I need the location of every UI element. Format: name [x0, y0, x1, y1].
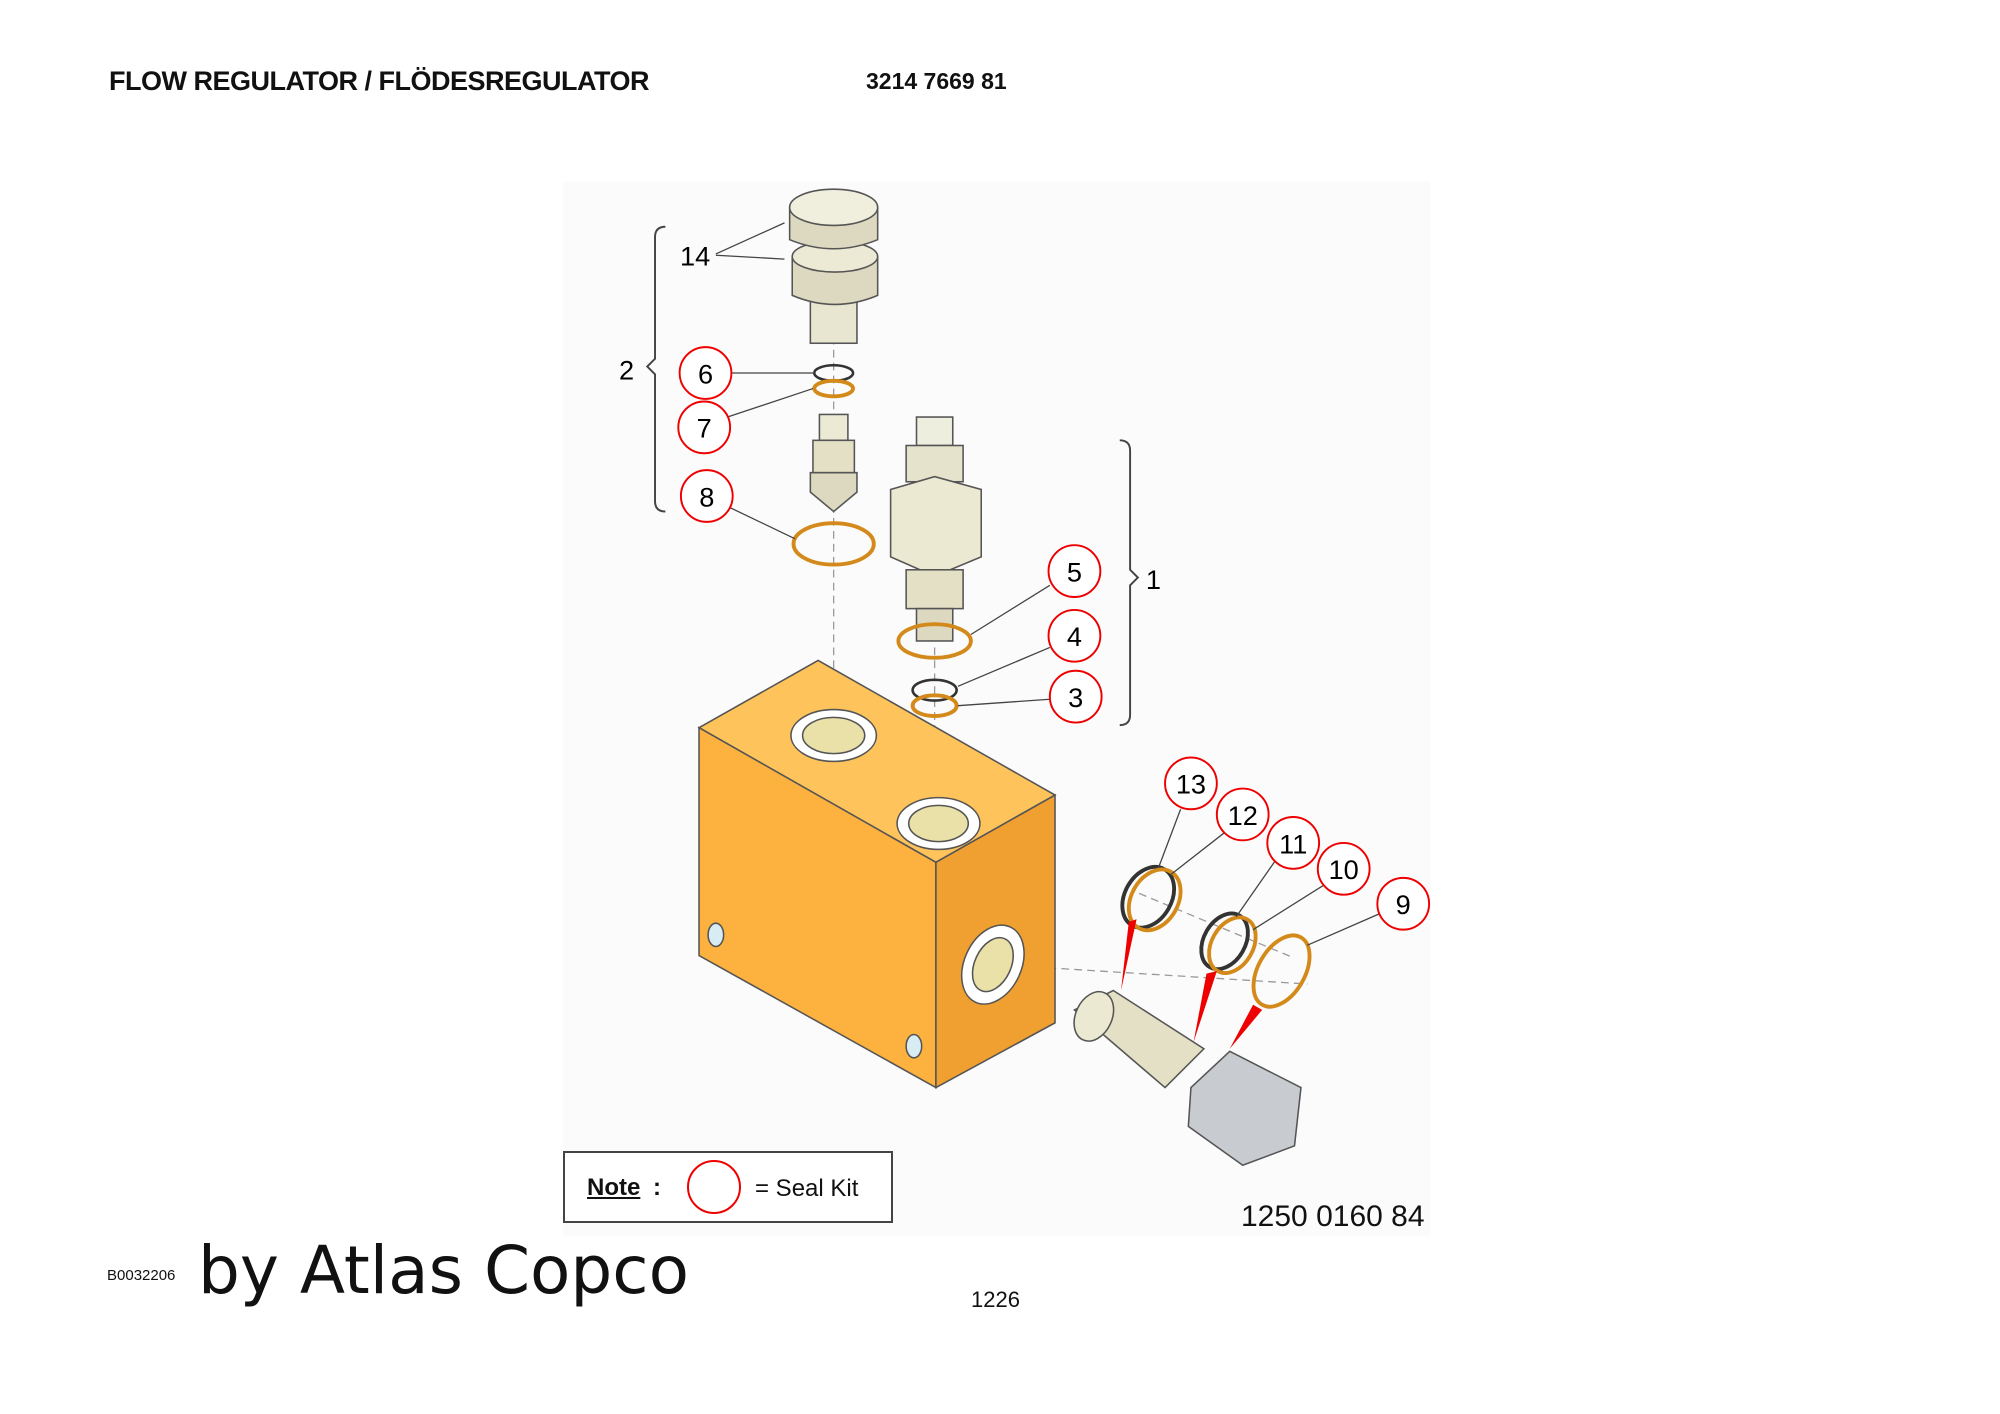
svg-text:9: 9	[1396, 889, 1411, 920]
part-number: 3214 7669 81	[866, 68, 1007, 94]
callout-7: 7	[677, 400, 732, 455]
svg-text:7: 7	[697, 413, 712, 444]
plug-assembly	[1073, 864, 1312, 1167]
callout-8: 8	[679, 469, 734, 523]
seal-kit-note: Note : = Seal Kit	[563, 1151, 893, 1223]
note-text: = Seal Kit	[755, 1175, 859, 1202]
brand-text: by Atlas Copco	[198, 1232, 689, 1309]
callout-9: 9	[1376, 876, 1431, 931]
note-label: Note	[587, 1174, 641, 1201]
svg-text:11: 11	[1279, 828, 1307, 859]
document-title: FLOW REGULATOR / FLÖDESREGULATOR	[109, 66, 649, 96]
svg-text:12: 12	[1228, 800, 1258, 831]
svg-text:4: 4	[1067, 621, 1082, 652]
callout-14: 14	[680, 241, 710, 272]
callout-4: 4	[1047, 608, 1102, 663]
image-id: B0032206	[107, 1267, 176, 1284]
drawing-number: 1250 0160 84	[1241, 1200, 1425, 1233]
cartridge-2	[788, 188, 879, 567]
svg-text:13: 13	[1176, 769, 1206, 800]
callout-6: 6	[678, 346, 733, 400]
valve-block	[697, 659, 1057, 1089]
callout-13: 13	[1164, 756, 1218, 811]
svg-text:3: 3	[1068, 682, 1083, 713]
svg-text:5: 5	[1067, 556, 1082, 587]
leader-lines	[645, 222, 1379, 946]
callout-1: 1	[1146, 564, 1161, 595]
callout-3: 3	[1048, 669, 1103, 724]
seal-kit-circle-icon	[687, 1160, 741, 1214]
drawing-background	[563, 181, 1431, 1237]
callout-11: 11	[1266, 816, 1321, 870]
callouts: 6 7 8 5 4 3 13 12 11 10 9 14 2 1	[619, 241, 1431, 931]
cartridge-1	[889, 416, 983, 719]
callout-5: 5	[1047, 544, 1102, 598]
note-colon: :	[653, 1174, 661, 1201]
svg-text:8: 8	[699, 481, 714, 512]
page-number: 1226	[971, 1287, 1020, 1312]
callout-12: 12	[1215, 787, 1270, 842]
callout-10: 10	[1316, 841, 1371, 896]
svg-text:10: 10	[1329, 854, 1359, 885]
svg-text:6: 6	[698, 358, 713, 389]
callout-2: 2	[619, 354, 634, 385]
